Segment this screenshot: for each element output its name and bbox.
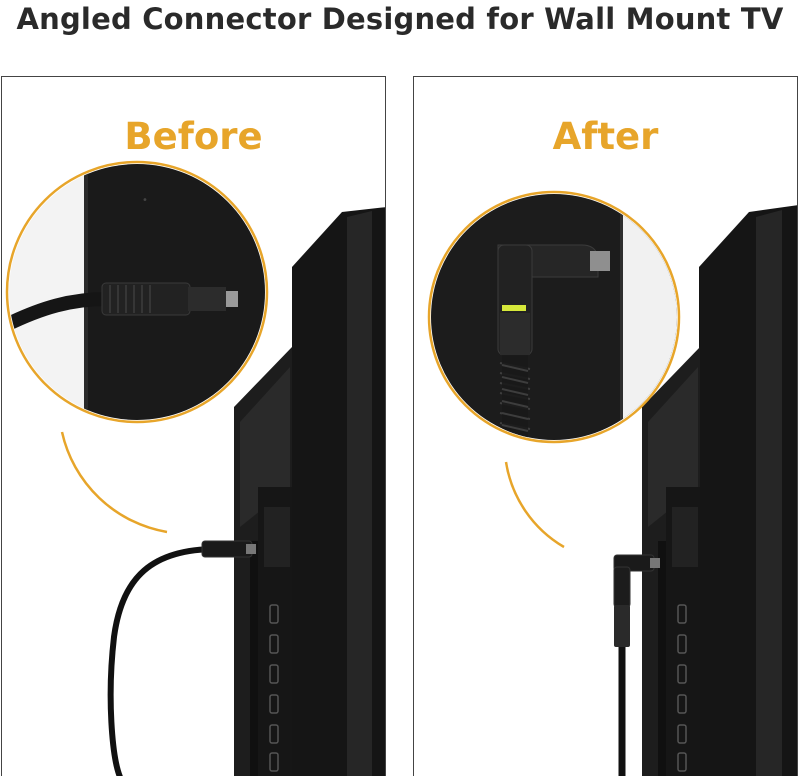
before-zoom-circle: • bbox=[5, 160, 269, 534]
before-panel: Before bbox=[1, 76, 386, 776]
before-label: Before bbox=[124, 115, 263, 158]
after-zoom-circle bbox=[427, 190, 681, 549]
straight-cable bbox=[107, 540, 257, 776]
after-label: After bbox=[552, 115, 659, 158]
page-title: Angled Connector Designed for Wall Mount… bbox=[16, 2, 784, 36]
before-scene: • bbox=[5, 160, 385, 776]
tv-illustration bbox=[642, 205, 797, 776]
svg-text:•: • bbox=[142, 195, 148, 206]
after-scene bbox=[427, 190, 797, 776]
after-panel: After bbox=[413, 76, 798, 776]
tv-illustration bbox=[234, 207, 385, 776]
angled-connector bbox=[613, 554, 660, 776]
